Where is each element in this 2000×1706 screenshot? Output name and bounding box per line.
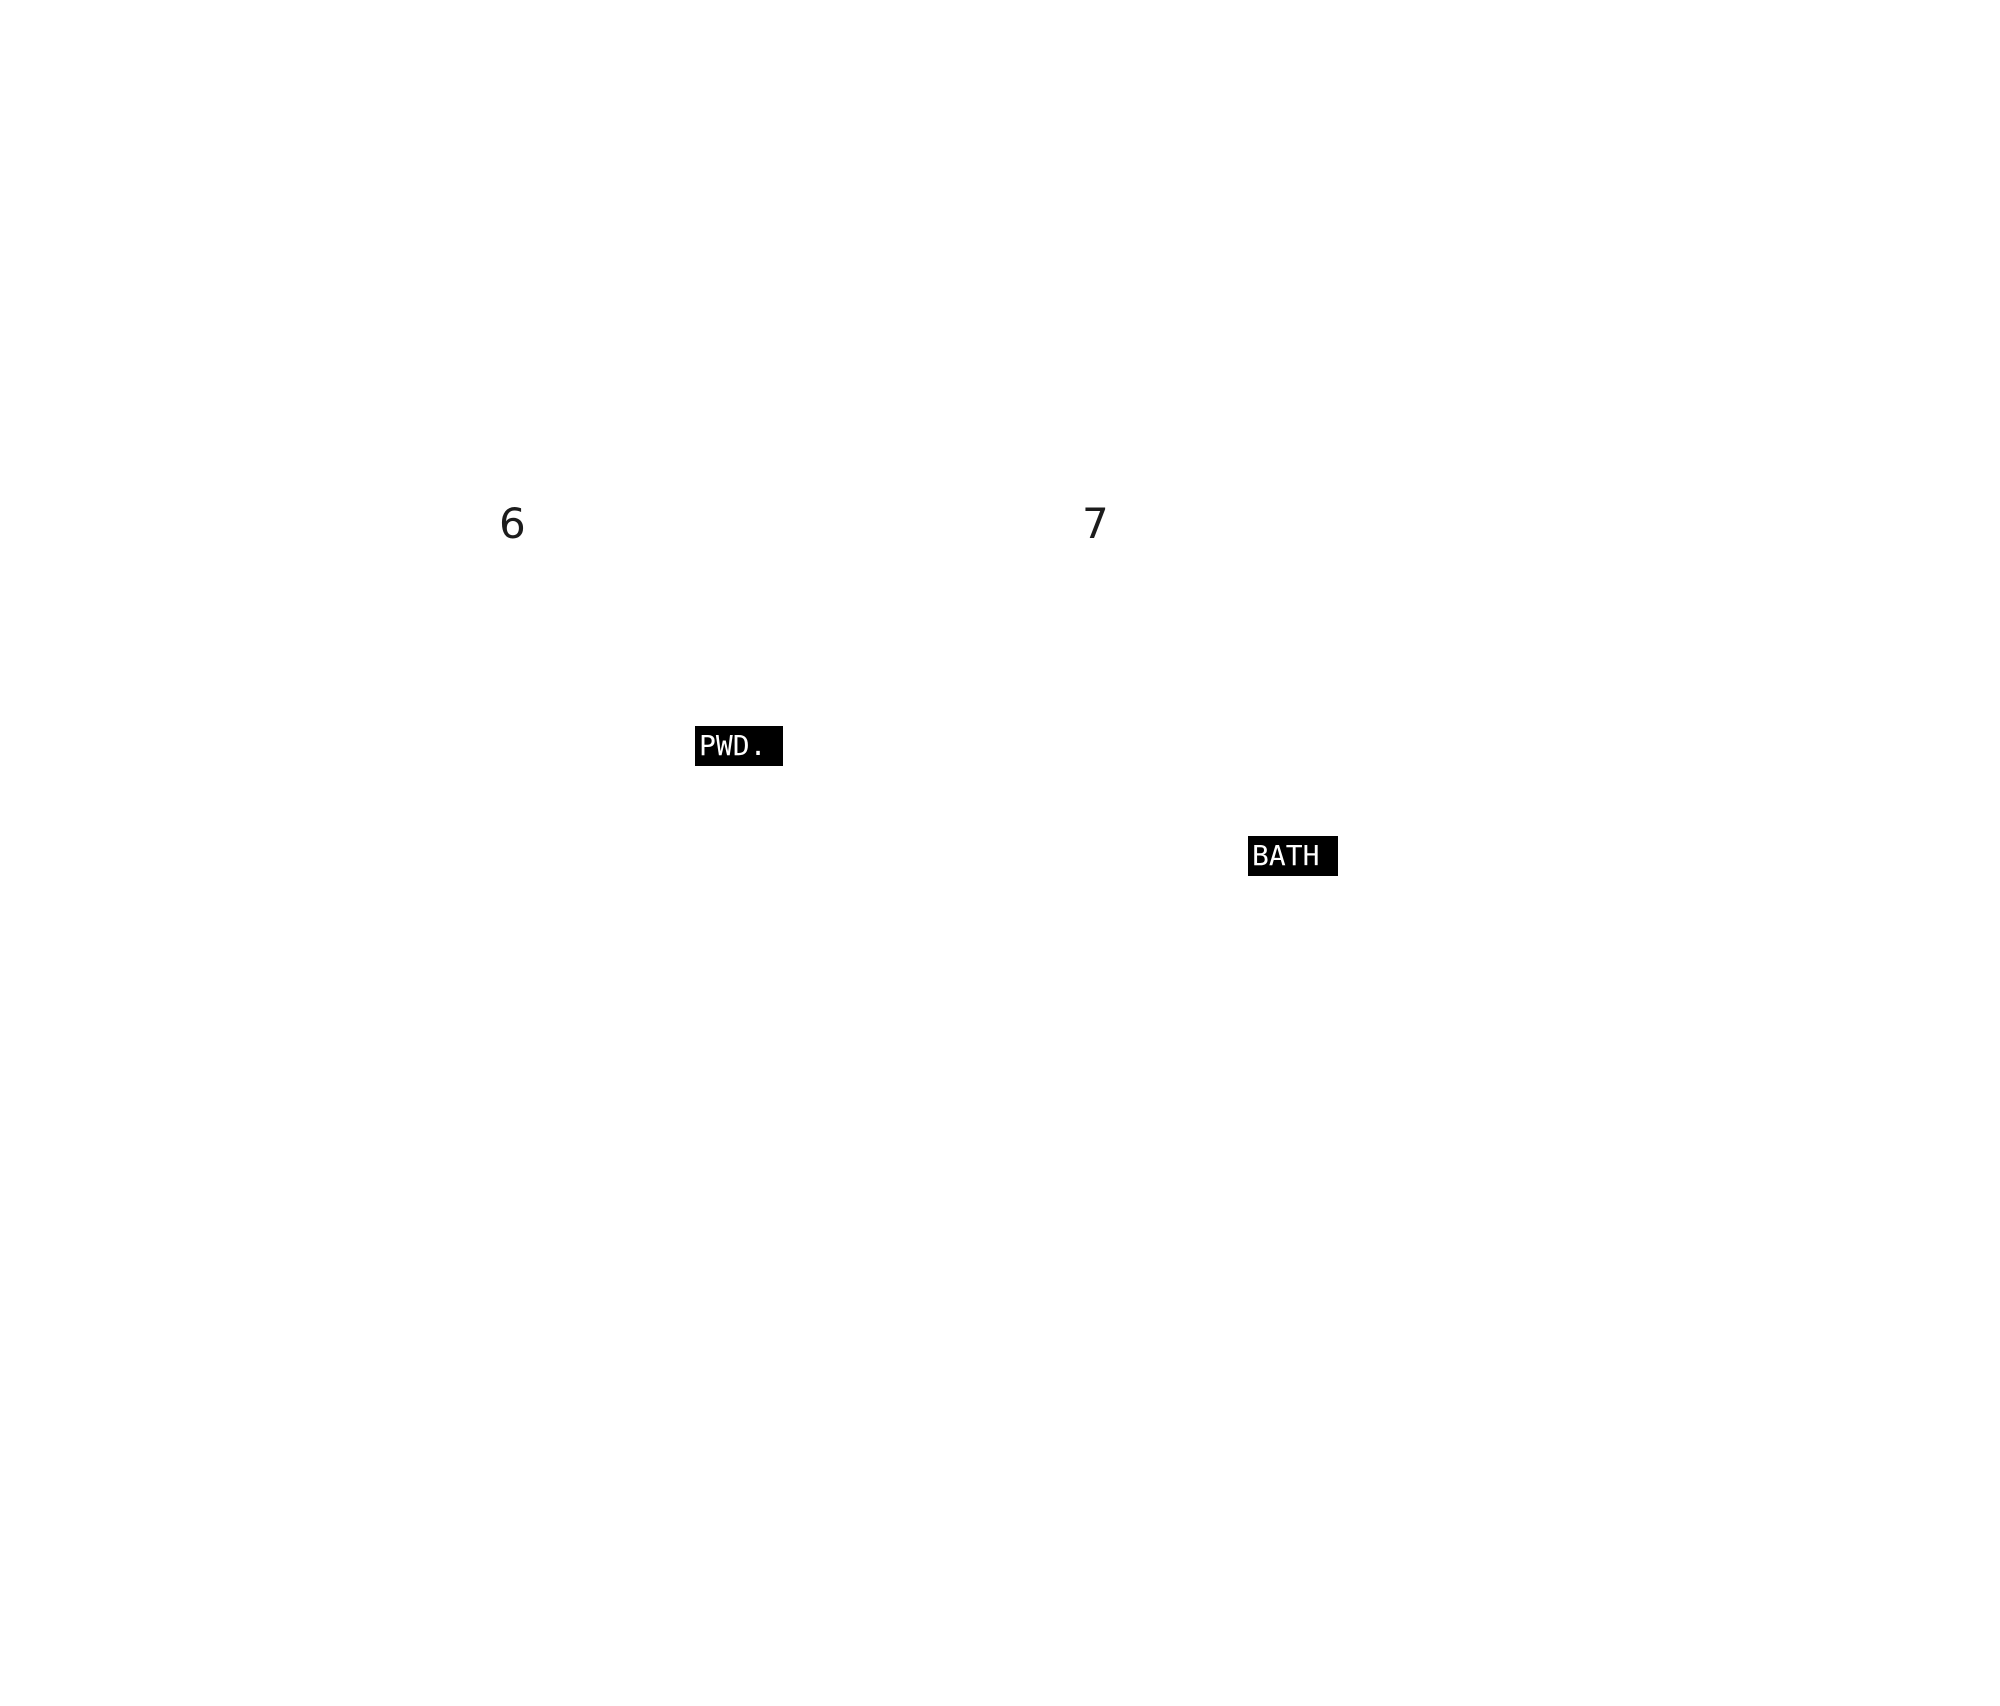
room-tag-powder-room: PWD.	[695, 726, 783, 766]
grid-marker-6: 6	[499, 499, 526, 548]
room-tag-bath: BATH	[1248, 836, 1338, 876]
grid-marker-7: 7	[1082, 499, 1109, 548]
